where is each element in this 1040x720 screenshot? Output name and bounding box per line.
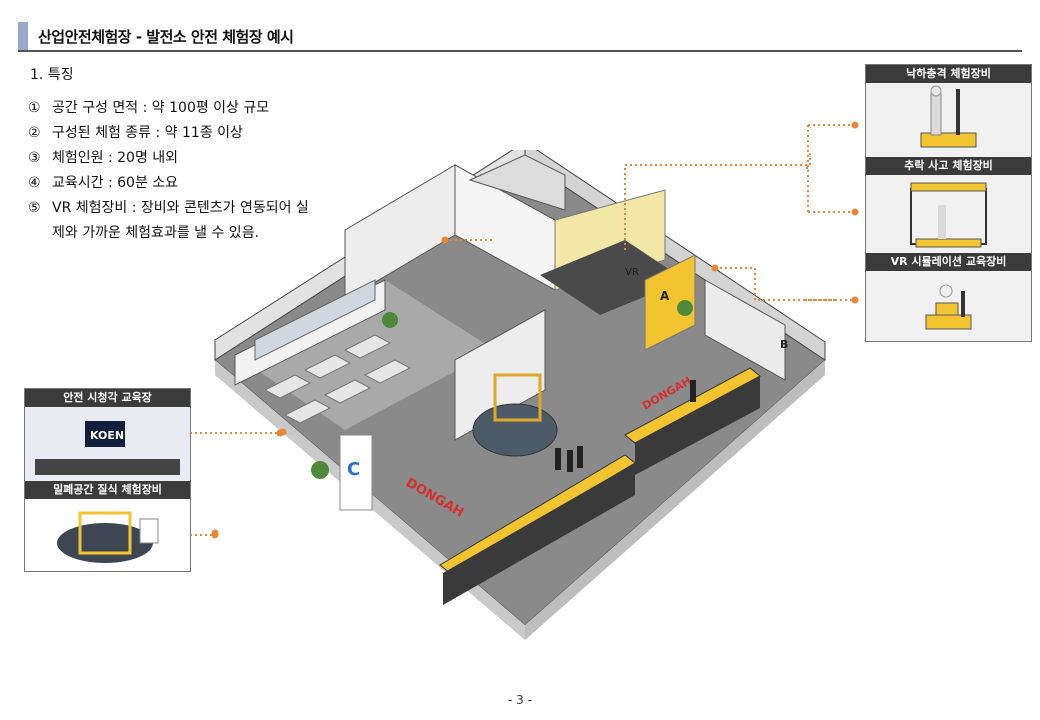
zone-a-wall xyxy=(644,254,696,351)
page-header: 산업안전체험장 - 발전소 안전 체험장 예시 xyxy=(18,22,1022,52)
classroom-desks xyxy=(263,334,412,424)
feature-item: ⑤ VR 체험장비 : 장비와 콘텐츠가 연동되어 실제와 가까운 체험효과를 … xyxy=(28,196,313,246)
drop-impact-equipment-image xyxy=(866,83,1031,157)
front-barrier-right xyxy=(635,376,760,475)
features-list: ① 공간 구성 면적 : 약 100평 이상 규모 ② 구성된 체험 종류 : … xyxy=(28,96,313,246)
vr-simulation-equipment-image xyxy=(866,271,1031,341)
feature-item: ④ 교육시간 : 60분 소요 xyxy=(28,171,313,196)
feature-number: ② xyxy=(28,125,41,141)
connector-dot xyxy=(711,264,719,272)
fall-accident-equipment-image xyxy=(866,175,1031,253)
vr-area-floor xyxy=(540,240,685,315)
feature-number: ⑤ xyxy=(28,200,41,216)
page-title: 산업안전체험장 - 발전소 안전 체험장 예시 xyxy=(38,28,294,46)
feature-text: 구성된 체험 종류 : 약 11종 이상 xyxy=(52,125,243,141)
zone-c-label: C xyxy=(347,459,360,480)
feature-item: ② 구성된 체험 종류 : 약 11종 이상 xyxy=(28,121,313,146)
panel-title: 밀폐공간 질식 체험장비 xyxy=(25,481,190,499)
equipment-panel-right: 낙하충격 체험장비 추락 사고 체험장비 VR 시뮬레이션 교육장비 xyxy=(865,64,1032,342)
feature-text: 교육시간 : 60분 소요 xyxy=(52,175,179,191)
feature-text: 체험인원 : 20명 내외 xyxy=(52,150,179,166)
features-heading: 1. 특징 xyxy=(30,67,74,83)
zone-b-label: B xyxy=(780,338,788,351)
feature-text: 공간 구성 면적 : 약 100평 이상 규모 xyxy=(52,100,270,116)
panel-title: 추락 사고 체험장비 xyxy=(866,157,1031,175)
equipment-panel-left: 안전 시청각 교육장 KOEN 밀폐공간 질식 체험장비 xyxy=(24,388,191,572)
confined-space-equipment-image xyxy=(25,499,190,571)
tank-frame xyxy=(493,373,542,422)
plant xyxy=(311,461,329,479)
plant xyxy=(677,300,693,316)
screen-text: KOEN xyxy=(90,429,124,442)
page-number: - 3 - xyxy=(508,693,532,707)
people-figures xyxy=(555,380,696,472)
header-accent-bar xyxy=(18,22,28,50)
zone-a-label: A xyxy=(660,289,670,303)
front-barrier xyxy=(443,463,635,605)
feature-text: VR 체험장비 : 장비와 콘텐츠가 연동되어 실제와 가까운 체험효과를 낼 … xyxy=(52,200,309,241)
panel-title: 안전 시청각 교육장 xyxy=(25,389,190,407)
plant xyxy=(382,312,398,328)
floor-edge-right xyxy=(525,360,825,640)
feature-number: ③ xyxy=(28,150,41,166)
panel-title: VR 시뮬레이션 교육장비 xyxy=(866,253,1031,271)
right-room-wall xyxy=(704,279,786,381)
header-rule xyxy=(18,50,1022,52)
right-connectors xyxy=(805,121,859,304)
feature-item: ① 공간 구성 면적 : 약 100평 이상 규모 xyxy=(28,96,313,121)
panel-title: 낙하충격 체험장비 xyxy=(866,65,1031,83)
banner-stand xyxy=(339,434,373,511)
classroom-window xyxy=(254,279,376,361)
tank-equipment xyxy=(472,403,558,457)
left-connectors xyxy=(190,429,284,539)
feature-number: ④ xyxy=(28,175,41,191)
room-wall xyxy=(468,154,566,211)
connector-dot xyxy=(441,236,449,244)
vr-label: VR xyxy=(625,267,639,278)
feature-number: ① xyxy=(28,100,41,116)
av-classroom-image: KOEN xyxy=(25,407,190,481)
feature-item: ③ 체험인원 : 20명 내외 xyxy=(28,146,313,171)
floor-plan-illustration: VR A B C DONGAH DONGAH xyxy=(211,150,835,640)
